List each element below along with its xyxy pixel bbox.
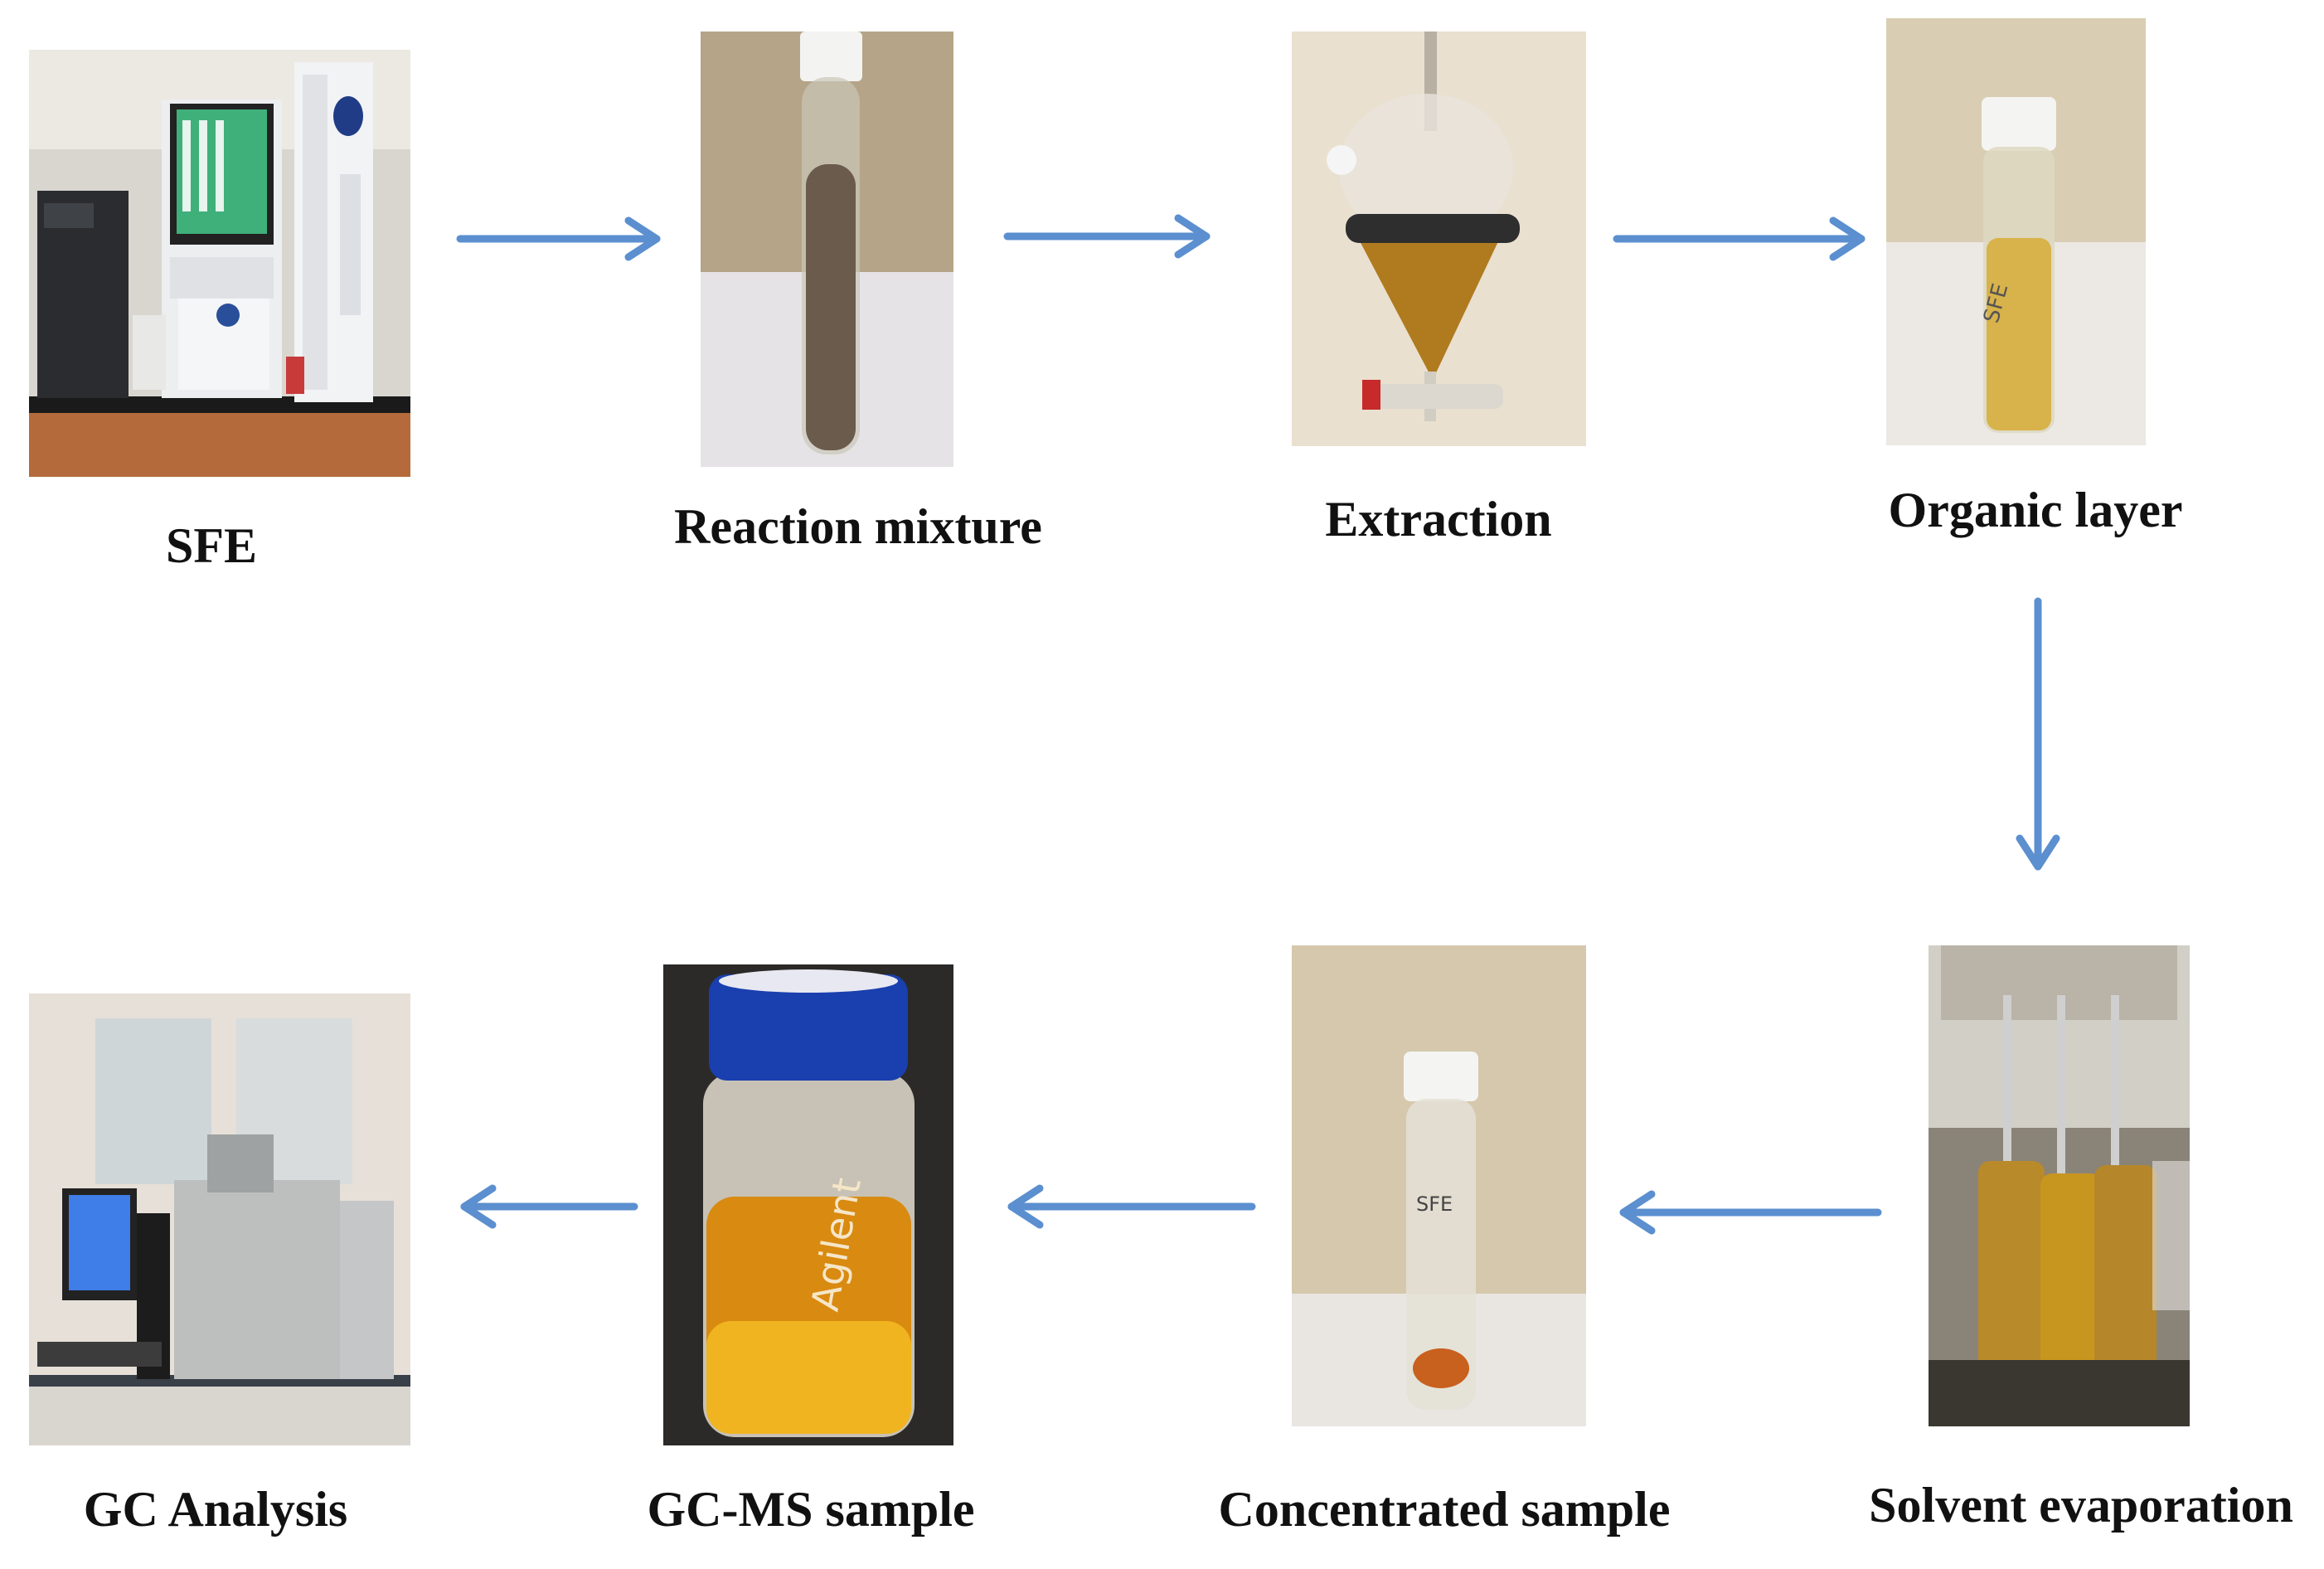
solvent-evaporation-photo: [1929, 945, 2190, 1426]
gcms-sample-photo: Agilent: [663, 964, 953, 1445]
arrow-organic-to-evaporation: [2016, 597, 2060, 871]
arrow-reaction-to-extraction: [1003, 214, 1211, 259]
organic-layer-photo: SFE: [1886, 18, 2146, 445]
label-organic-layer: Organic layer: [1888, 483, 2183, 537]
sfe-photo: [29, 50, 410, 477]
label-solvent-evaporation: Solvent evaporation: [1869, 1478, 2293, 1533]
gc-analysis-photo: [29, 993, 410, 1445]
arrow-extraction-to-organic: [1613, 216, 1866, 261]
label-gcms-sample: GC-MS sample: [647, 1482, 975, 1537]
arrow-sfe-to-reaction: [456, 216, 661, 261]
arrow-evaporation-to-concentrated: [1619, 1190, 1882, 1235]
reaction-mixture-photo: [701, 32, 953, 467]
svg-text:SFE: SFE: [1416, 1193, 1453, 1216]
extraction-photo: [1292, 32, 1586, 446]
concentrated-sample-photo: SFE: [1292, 945, 1586, 1426]
label-extraction: Extraction: [1325, 492, 1552, 546]
arrow-gcms-to-gc: [460, 1184, 638, 1229]
label-gc-analysis: GC Analysis: [83, 1482, 348, 1537]
label-reaction-mixture: Reaction mixture: [674, 499, 1042, 554]
arrow-concentrated-to-gcms: [1007, 1184, 1256, 1229]
label-concentrated-sample: Concentrated sample: [1218, 1482, 1671, 1537]
label-sfe: SFE: [165, 518, 258, 573]
